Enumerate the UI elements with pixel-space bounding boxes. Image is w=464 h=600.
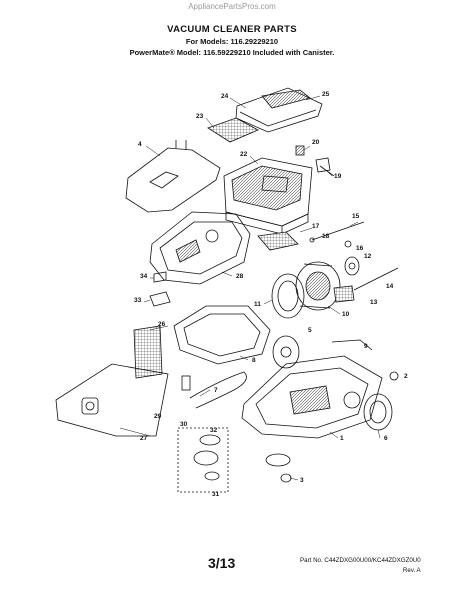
filter-part-23 bbox=[207, 117, 259, 143]
part-number-block: Part No. C44ZDXG00U00/KC44ZDXGZ0U0 Rev. … bbox=[300, 556, 421, 576]
bag-frame-part-8 bbox=[173, 305, 271, 365]
callout-2: 2 bbox=[404, 373, 408, 380]
motor-part-10 bbox=[295, 261, 341, 311]
callout-22: 22 bbox=[240, 151, 248, 158]
callout-11: 11 bbox=[254, 301, 261, 308]
model-value-2: 116.59229210 Included with Canister. bbox=[203, 48, 335, 57]
model-line-1: For Models: 116.29229210 bbox=[0, 37, 464, 46]
page-number: 3/13 bbox=[208, 555, 236, 571]
callout-18: 18 bbox=[322, 233, 330, 240]
model-label-1: For Models: bbox=[185, 37, 229, 46]
callout-15: 15 bbox=[352, 213, 360, 220]
filter-panel-part-27 bbox=[133, 325, 163, 379]
callout-8: 8 bbox=[252, 357, 256, 364]
model-value-1: 116.29229210 bbox=[230, 37, 279, 46]
callout-12: 12 bbox=[364, 253, 372, 260]
watermark: AppliancePartsPros.com bbox=[188, 2, 276, 11]
callout-29: 29 bbox=[154, 413, 162, 420]
callout-1: 1 bbox=[340, 435, 344, 442]
callout-5: 5 bbox=[308, 327, 312, 334]
rod-part-9 bbox=[331, 339, 373, 351]
callout-30: 30 bbox=[180, 421, 188, 428]
callout-7: 7 bbox=[214, 387, 218, 394]
callout-17: 17 bbox=[312, 223, 320, 230]
callout-33: 33 bbox=[134, 297, 142, 304]
callout-13: 13 bbox=[370, 299, 378, 306]
callout-32: 32 bbox=[210, 427, 218, 434]
model-line-2: PowerMate® Model: 116.59229210 Included … bbox=[0, 48, 464, 57]
leader-lines bbox=[119, 95, 381, 481]
hose-part-7 bbox=[189, 371, 247, 409]
callout-34: 34 bbox=[140, 273, 148, 280]
callout-20: 20 bbox=[312, 139, 320, 146]
model-label-2: PowerMate® Model: bbox=[129, 48, 201, 57]
clip-part-34 bbox=[153, 271, 167, 283]
callout-6: 6 bbox=[384, 435, 388, 442]
grille-part-13 bbox=[333, 285, 355, 303]
callout-9: 9 bbox=[364, 343, 368, 350]
bag-door-part-4 bbox=[125, 140, 221, 213]
rod-part-16 bbox=[344, 240, 352, 248]
callout-26: 27 bbox=[140, 435, 148, 442]
callout-28: 28 bbox=[236, 273, 244, 280]
grille-part-18 bbox=[257, 231, 299, 251]
callout-24: 24 bbox=[221, 93, 229, 100]
callout-27: 26 bbox=[158, 321, 166, 328]
wheel-part-2 bbox=[389, 371, 399, 381]
diagram-title: VACUUM CLEANER PARTS bbox=[167, 24, 297, 35]
caster-part-3 bbox=[265, 453, 292, 483]
callout-19: 19 bbox=[334, 173, 342, 180]
wheel-part-5 bbox=[272, 335, 300, 369]
base-part-1 bbox=[241, 355, 383, 439]
callout-14: 14 bbox=[386, 283, 394, 290]
callout-4: 4 bbox=[138, 141, 142, 148]
callout-10: 10 bbox=[342, 311, 350, 318]
part-number: Part No. C44ZDXG00U00/KC44ZDXGZ0U0 bbox=[300, 557, 421, 564]
main-body-part-22 bbox=[223, 157, 313, 235]
callout-labels: 24 25 23 4 22 20 19 15 17 18 16 12 28 34… bbox=[134, 91, 408, 498]
wheel-part-6 bbox=[363, 393, 393, 431]
rod-part-15 bbox=[309, 221, 365, 243]
motor-part-11 bbox=[271, 273, 305, 319]
callout-23: 23 bbox=[196, 113, 204, 120]
switch-part-20 bbox=[295, 145, 305, 156]
switch-part-19 bbox=[315, 157, 335, 177]
wire-part-14 bbox=[353, 267, 399, 291]
caster-assembly-group-29 bbox=[177, 427, 229, 493]
plug-part-7b bbox=[181, 375, 191, 391]
latch-part-33 bbox=[149, 291, 171, 307]
callout-31: 31 bbox=[212, 491, 220, 498]
lower-housing-part-28 bbox=[149, 211, 251, 285]
callout-3: 3 bbox=[300, 477, 304, 484]
callout-25: 25 bbox=[322, 91, 330, 98]
title-block: VACUUM CLEANER PARTS For Models: 116.292… bbox=[0, 24, 464, 57]
callout-16: 16 bbox=[356, 245, 364, 252]
cap-part-12 bbox=[344, 256, 360, 276]
paper-bag-part-26 bbox=[55, 363, 169, 437]
revision: Rev. A bbox=[402, 567, 421, 574]
